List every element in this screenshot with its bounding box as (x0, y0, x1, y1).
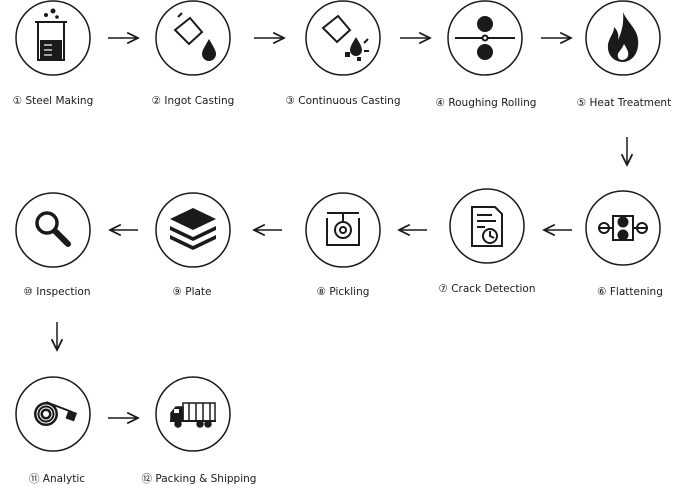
step-packing-shipping: ⑫ Packing & Shipping (142, 376, 257, 485)
step-label: ⑨ Plate (172, 286, 211, 298)
step-roughing-rolling: ④ Roughing Rolling (436, 0, 537, 109)
step-inspection: ⑩ Inspection (15, 192, 91, 298)
pickling-tank-icon (326, 212, 360, 246)
step-circle (305, 0, 381, 76)
step-circle (305, 192, 381, 268)
step-analytic: ⑪ Analytic (15, 376, 91, 485)
document-clock-icon (471, 206, 503, 247)
step-label: ⑩ Inspection (24, 286, 91, 298)
step-label: ① Steel Making (13, 95, 94, 107)
stacked-plates-icon (170, 208, 216, 250)
flame-icon (607, 12, 639, 62)
step-label: ⑦ Crack Detection (438, 283, 535, 295)
ladle-pour-icon (173, 12, 217, 61)
step-pickling: ⑧ Pickling (305, 192, 381, 298)
step-label: ④ Roughing Rolling (436, 97, 537, 109)
step-heat-treatment: ⑤ Heat Treatment (577, 0, 671, 109)
step-label: ② Ingot Casting (152, 95, 235, 107)
step-label: ⑧ Pickling (317, 286, 370, 298)
magnifier-icon (35, 211, 71, 247)
step-continuous-casting: ③ Continuous Casting (286, 0, 401, 107)
step-label: ⑤ Heat Treatment (577, 97, 671, 109)
step-circle (449, 188, 525, 264)
truck-icon (170, 402, 216, 428)
step-circle (155, 0, 231, 76)
step-label: ③ Continuous Casting (286, 95, 401, 107)
rollers-icon (455, 16, 515, 60)
step-circle (15, 0, 91, 76)
flattening-rolls-icon (598, 215, 648, 241)
coil-icon (34, 401, 78, 426)
ladle-pour-sparks-icon (321, 14, 369, 61)
step-ingot-casting: ② Ingot Casting (152, 0, 235, 107)
step-plate: ⑨ Plate (155, 192, 231, 298)
step-label: ⑥ Flattening (597, 286, 663, 298)
step-flattening: ⑥ Flattening (585, 190, 663, 298)
step-steel-making: ① Steel Making (13, 0, 94, 107)
beaker-icon (35, 8, 67, 61)
step-label: ⑫ Packing & Shipping (142, 473, 257, 485)
step-label: ⑪ Analytic (29, 473, 85, 485)
step-crack-detection: ⑦ Crack Detection (438, 188, 536, 295)
